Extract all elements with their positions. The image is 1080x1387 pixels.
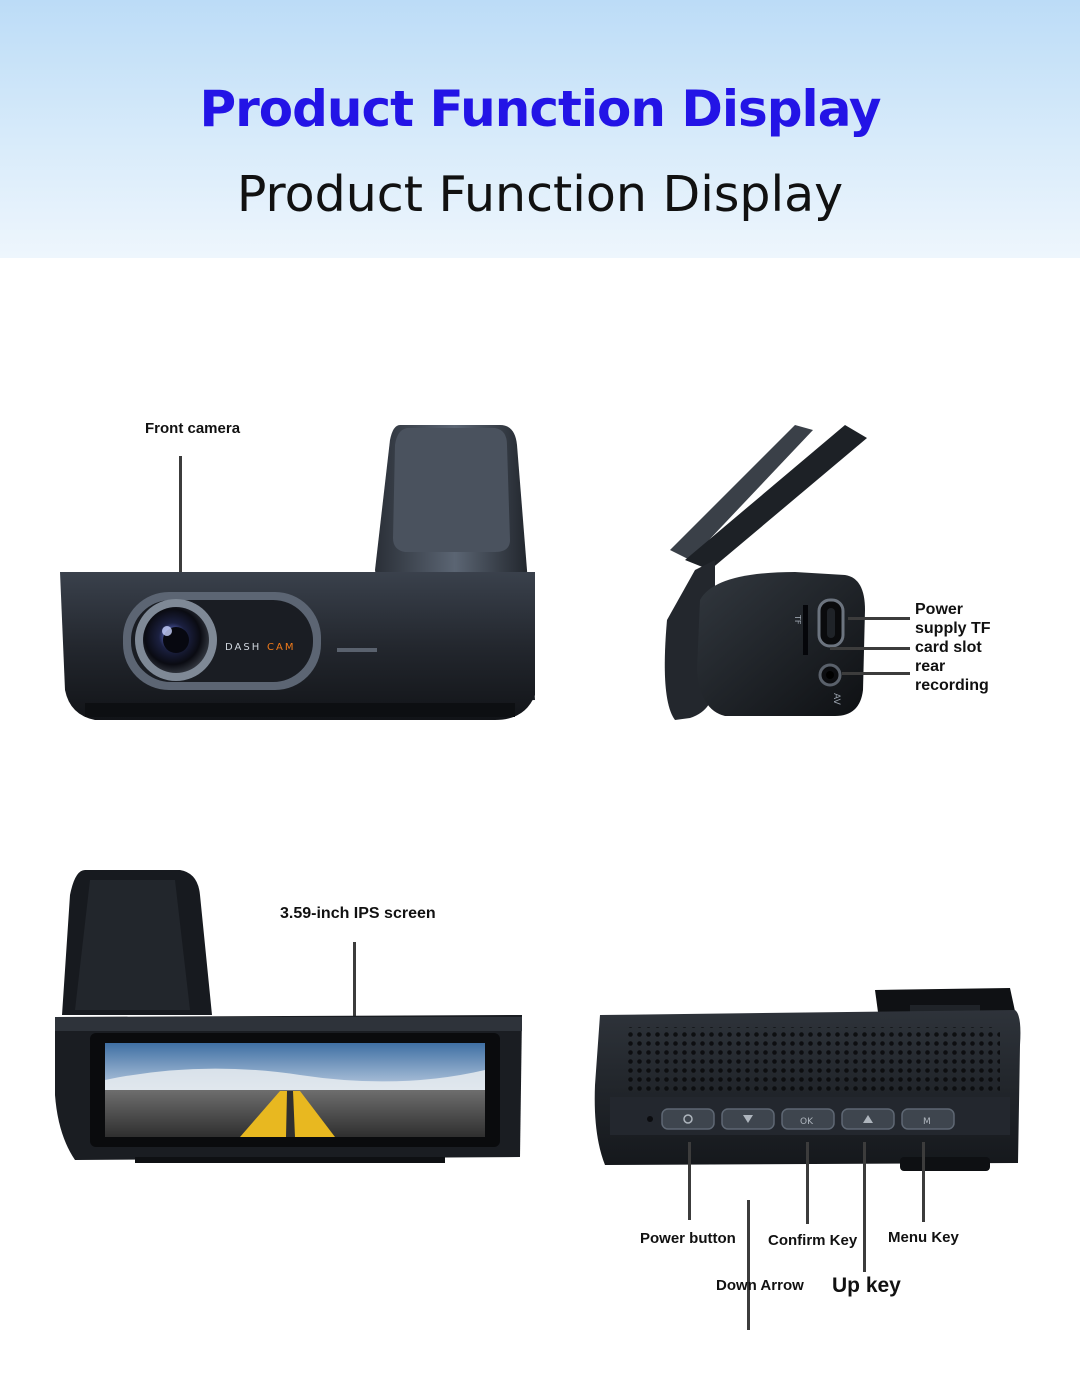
- dashcam-front-view: DASH CAM: [60, 425, 535, 720]
- menu-key-label: Menu Key: [888, 1229, 959, 1246]
- page-subtitle: Product Function Display: [236, 166, 844, 223]
- dashcam-side-view: TF AV: [664, 425, 867, 720]
- port-label-5: recording: [915, 677, 989, 694]
- power-button-leader: [688, 1142, 691, 1220]
- up-key-leader: [863, 1142, 866, 1272]
- header-banner: Product Function Display Product Functio…: [0, 0, 1080, 258]
- up-key-label: Up key: [832, 1274, 901, 1297]
- ips-screen-leader: [353, 942, 356, 1070]
- port-label-3: card slot: [915, 639, 982, 656]
- tf-mark: TF: [793, 614, 802, 625]
- down-arrow-label: Down Arrow: [716, 1277, 804, 1294]
- port-label-4: rear: [915, 658, 946, 675]
- page-title: Product Function Display: [199, 80, 881, 138]
- port-labels: Power supply TF card slot rear recording: [915, 600, 991, 695]
- confirm-key-label: Confirm Key: [768, 1232, 858, 1249]
- av-mark: AV: [831, 693, 841, 706]
- power-port-leader: [848, 617, 910, 620]
- ips-screen-label: 3.59-inch IPS screen: [280, 905, 436, 922]
- dash-logo-text: DASH: [225, 642, 261, 653]
- av-port-leader: [842, 672, 910, 675]
- front-camera-label: Front camera: [145, 420, 241, 437]
- port-label-2: supply TF: [915, 620, 991, 637]
- tf-slot-leader: [830, 647, 910, 650]
- down-arrow-leader: [747, 1200, 750, 1330]
- cam-logo-text: CAM: [267, 642, 295, 653]
- ok-mark: OK: [800, 1117, 814, 1127]
- front-camera-leader: [179, 456, 182, 616]
- m-mark: M: [923, 1117, 931, 1127]
- menu-key-leader: [922, 1142, 925, 1222]
- power-button-label: Power button: [640, 1230, 736, 1247]
- port-label-1: Power: [915, 601, 964, 618]
- confirm-key-leader: [806, 1142, 809, 1224]
- dashcam-buttons-view: OK M: [594, 988, 1021, 1171]
- dashcam-screen-view: [55, 870, 522, 1163]
